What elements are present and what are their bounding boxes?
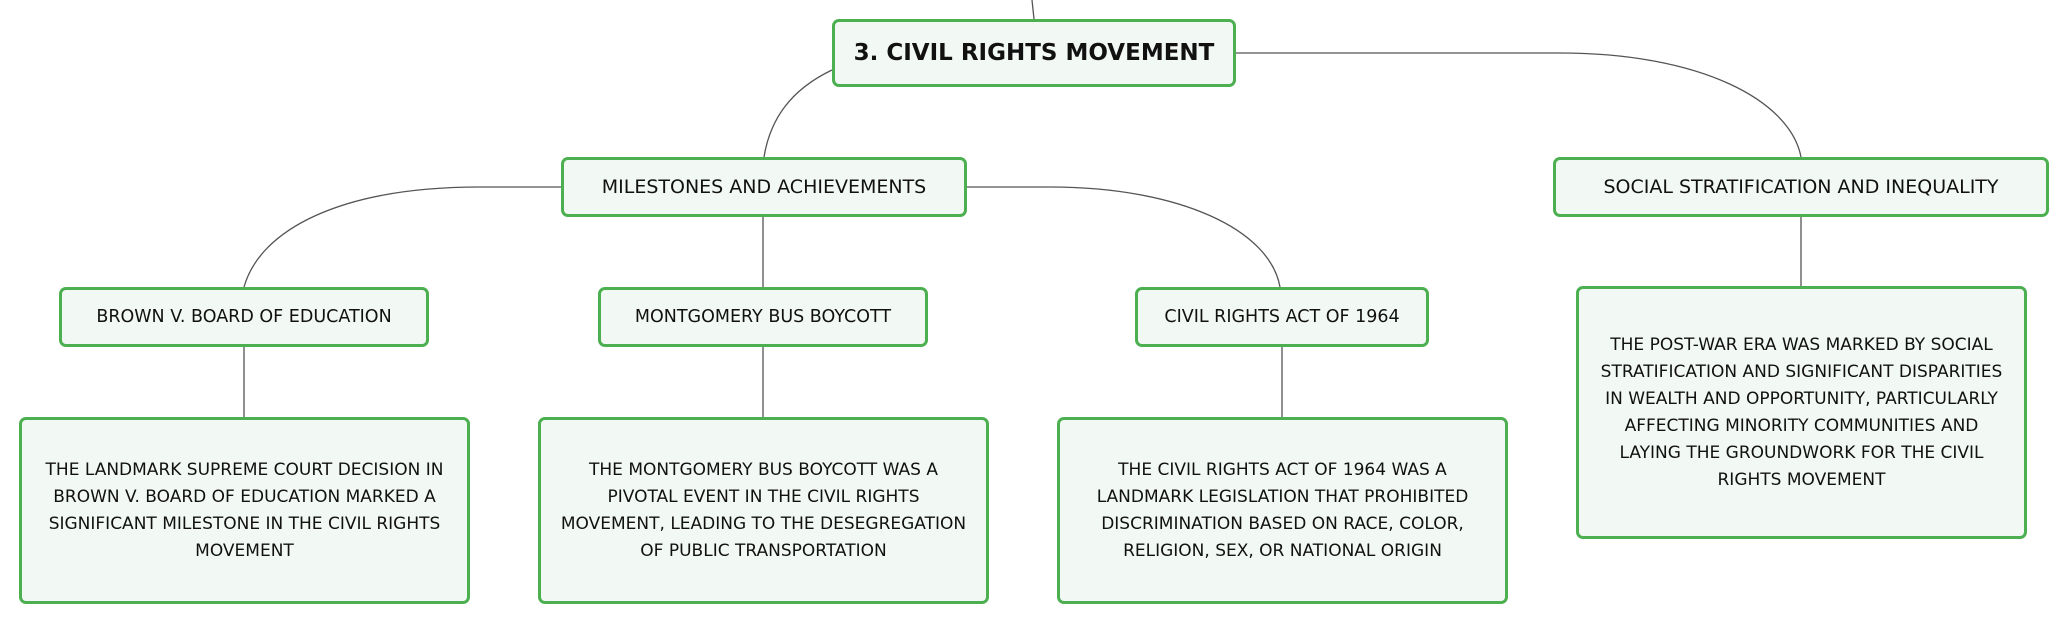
root-node-label: 3. CIVIL RIGHTS MOVEMENT [853, 40, 1215, 66]
connector-root-milestones [763, 69, 833, 158]
connector-root-social [1236, 52, 1802, 158]
social-stratification-node[interactable]: SOCIAL STRATIFICATION AND INEQUALITY [1553, 157, 2049, 217]
social-stratification-description-text: THE POST-WAR ERA WAS MARKED BY SOCIAL ST… [1600, 334, 2003, 490]
milestones-node-label: MILESTONES AND ACHIEVEMENTS [601, 176, 927, 198]
montgomery-boycott-description-text: THE MONTGOMERY BUS BOYCOTT WAS A PIVOTAL… [560, 459, 967, 561]
brown-v-board-description[interactable]: THE LANDMARK SUPREME COURT DECISION IN B… [19, 417, 470, 604]
brown-v-board-node-label: BROWN V. BOARD OF EDUCATION [96, 307, 392, 327]
milestones-node[interactable]: MILESTONES AND ACHIEVEMENTS [561, 157, 967, 217]
brown-v-board-node[interactable]: BROWN V. BOARD OF EDUCATION [59, 287, 429, 347]
social-stratification-description[interactable]: THE POST-WAR ERA WAS MARKED BY SOCIAL ST… [1576, 286, 2027, 539]
root-node[interactable]: 3. CIVIL RIGHTS MOVEMENT [832, 19, 1236, 87]
social-stratification-node-label: SOCIAL STRATIFICATION AND INEQUALITY [1603, 176, 1999, 198]
montgomery-boycott-node[interactable]: MONTGOMERY BUS BOYCOTT [598, 287, 928, 347]
montgomery-boycott-description[interactable]: THE MONTGOMERY BUS BOYCOTT WAS A PIVOTAL… [538, 417, 989, 604]
civil-rights-act-description-text: THE CIVIL RIGHTS ACT OF 1964 WAS A LANDM… [1096, 459, 1469, 561]
civil-rights-act-node-label: CIVIL RIGHTS ACT OF 1964 [1164, 307, 1400, 327]
connector-parent-root [1031, 0, 1035, 20]
brown-v-board-description-text: THE LANDMARK SUPREME COURT DECISION IN B… [45, 459, 444, 561]
montgomery-boycott-node-label: MONTGOMERY BUS BOYCOTT [634, 307, 892, 327]
civil-rights-act-description[interactable]: THE CIVIL RIGHTS ACT OF 1964 WAS A LANDM… [1057, 417, 1508, 604]
connector-milestones-brown [243, 186, 561, 288]
civil-rights-act-node[interactable]: CIVIL RIGHTS ACT OF 1964 [1135, 287, 1429, 347]
connector-milestones-cra [967, 186, 1281, 288]
